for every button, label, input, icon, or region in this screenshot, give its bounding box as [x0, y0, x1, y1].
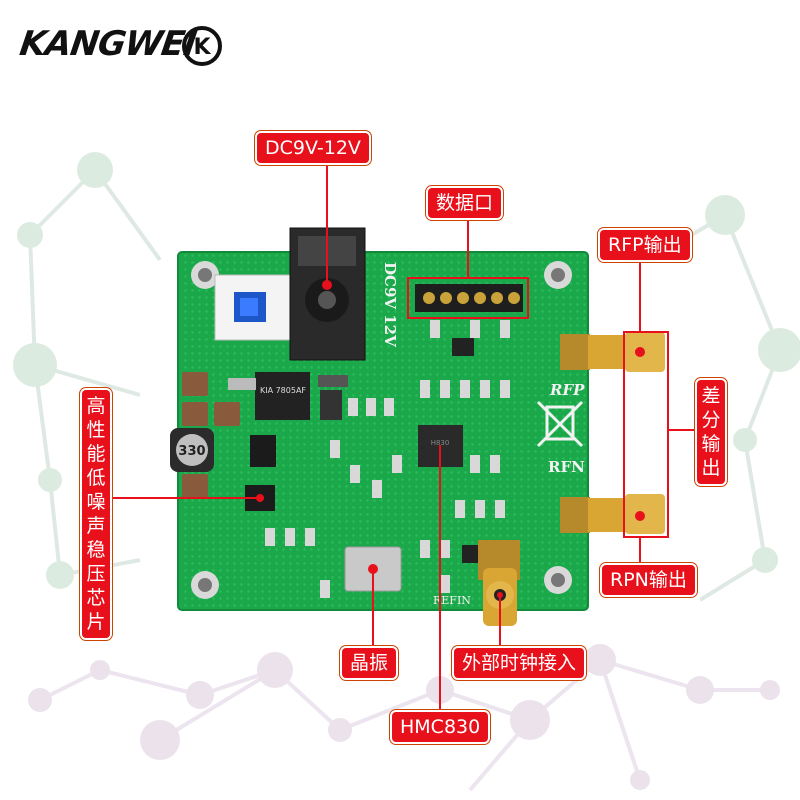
svg-text:H830: H830 — [431, 439, 450, 447]
silk-rfp: RFP — [549, 381, 585, 399]
data-header — [407, 277, 529, 319]
label-rpn-out: RPN输出 — [600, 563, 697, 597]
brand-logo-icon: K — [181, 26, 223, 66]
label-chip: HMC830 — [390, 710, 491, 744]
label-crystal: 晶振 — [340, 646, 399, 680]
diff-bracket — [623, 331, 669, 538]
weee-icon — [536, 400, 584, 448]
svg-text:KIA 7805AF: KIA 7805AF — [260, 386, 306, 395]
silk-refin: REFIN — [433, 594, 471, 607]
power-switch — [214, 274, 291, 341]
svg-text:K: K — [193, 35, 211, 60]
tantalum-caps — [182, 372, 240, 498]
label-ldo: 高性能低噪声稳压芯片 — [80, 388, 112, 640]
power-inductor: 330 — [170, 428, 214, 472]
label-diff-out: 差分输出 — [695, 378, 727, 486]
sma-rfp — [560, 332, 665, 372]
svg-text:330: 330 — [178, 444, 205, 459]
mounting-holes — [191, 261, 572, 599]
label-power: DC9V-12V — [255, 131, 371, 165]
annotation-lines — [110, 160, 696, 712]
sma-rpn — [560, 494, 665, 534]
regulator-7805: KIA 7805AF — [228, 372, 310, 420]
label-data-port: 数据口 — [426, 186, 504, 220]
label-ext-clock: 外部时钟接入 — [452, 646, 587, 680]
label-rfp-out: RFP输出 — [598, 228, 692, 262]
dc-jack — [289, 227, 366, 361]
silk-rfn: RFN — [548, 458, 585, 476]
silk-dc-label: DC9V 12V — [381, 262, 399, 347]
